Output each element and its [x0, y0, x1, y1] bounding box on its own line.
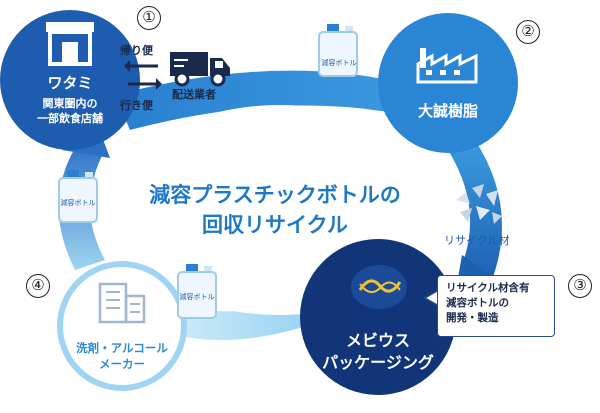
- return-trip-label: 帰り便: [120, 44, 153, 57]
- detergent-name-line1: 洗剤・アルコール: [76, 341, 168, 355]
- detergent-circle: [57, 261, 187, 391]
- watami-circle: [0, 10, 140, 150]
- mobius-circle: [300, 239, 456, 395]
- bottle-icon-bottom: [177, 264, 217, 319]
- recycled-material-label: リサイクル材: [444, 234, 510, 247]
- mobius-name-line1: メビウス: [345, 331, 410, 350]
- mobius-callout-line1: リサイクル材含有: [446, 282, 530, 294]
- mobius-logo-icon: [351, 265, 407, 309]
- center-title-line2: 回収リサイクル: [202, 213, 348, 237]
- bottle-icon-top: [318, 24, 358, 77]
- recycled-flakes-icon: [456, 184, 502, 224]
- building-icon: [98, 282, 146, 324]
- watami-desc-line1: 関東圏内の: [42, 97, 98, 110]
- exchange-arrows-icon: [124, 60, 162, 90]
- mobius-callout-line2: 減容ボトルの: [446, 297, 509, 309]
- arc-right: [448, 140, 502, 285]
- mobius-callout-line3: 開発・製造: [446, 312, 499, 324]
- carrier-label: 配送業者: [172, 88, 216, 101]
- daiseki-name: 大誠樹脂: [417, 102, 478, 120]
- step-number-1: ①: [137, 6, 161, 30]
- watami-desc: 関東圏内の 一部飲食店舗: [10, 96, 130, 126]
- factory-icon: [416, 48, 478, 84]
- bottle-label-top: 減容ボトル: [321, 59, 357, 67]
- detergent-name: 洗剤・アルコール メーカー: [62, 340, 182, 372]
- detergent-name-line2: メーカー: [99, 357, 145, 371]
- outbound-trip-label: 行き便: [120, 99, 153, 112]
- step-number-4: ④: [26, 274, 50, 298]
- center-title-line1: 減容プラスチックボトルの: [149, 183, 401, 207]
- mobius-name-line2: パッケージング: [322, 353, 434, 372]
- truck-icon: [170, 52, 230, 87]
- bottle-label-bottom: 減容ボトル: [179, 293, 215, 301]
- watami-name: ワタミ: [47, 74, 93, 92]
- step-number-2: ②: [516, 20, 540, 44]
- shop-icon: [46, 22, 94, 66]
- step-number-3: ③: [568, 274, 592, 298]
- bottle-label-left: 減容ボトル: [60, 199, 96, 207]
- mobius-callout-box: リサイクル材含有 減容ボトルの 開発・製造: [437, 275, 555, 337]
- bottle-icon-left: [58, 170, 98, 223]
- watami-desc-line2: 一部飲食店舗: [37, 112, 103, 125]
- mobius-name: メビウス パッケージング: [318, 330, 438, 374]
- arc-top: [115, 70, 420, 130]
- center-title: 減容プラスチックボトルの 回収リサイクル: [125, 180, 425, 240]
